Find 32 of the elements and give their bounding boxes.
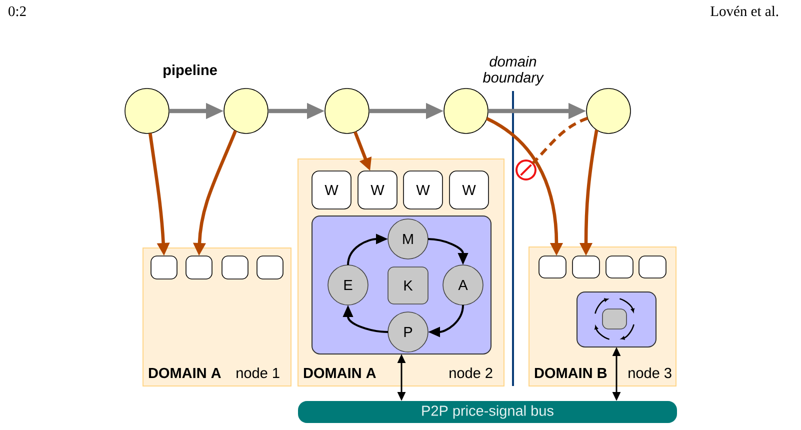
knowledge-box: [602, 308, 627, 330]
slot-box: [538, 256, 566, 278]
heading-label: pipeline: [164, 64, 217, 78]
slot-box: [256, 256, 284, 280]
worker-box: W: [358, 170, 398, 210]
node-label: node 3: [628, 367, 672, 378]
bus-bar: P2P price-signal bus: [298, 400, 677, 423]
pipeline-stage-circle: [586, 88, 631, 134]
slot-box: [606, 256, 634, 278]
author-header: Lovén et al.: [710, 6, 778, 16]
slot-box: [638, 256, 666, 278]
page-number: 0:2: [8, 6, 26, 16]
dashed-line: [532, 116, 588, 164]
knowledge-box: K: [388, 266, 428, 304]
node-label: node 1: [236, 367, 280, 378]
pipeline-stage-circle: [224, 88, 268, 134]
domain-label: DOMAIN A: [304, 368, 376, 378]
node-label: node 2: [450, 367, 492, 378]
worker-box: W: [403, 170, 443, 210]
domain-label: DOMAIN A: [148, 368, 221, 378]
pipeline-stage-circle: [124, 88, 170, 134]
pipeline-stage-circle: [444, 88, 488, 134]
slot-box: [222, 256, 248, 280]
domain-label: DOMAIN B: [534, 368, 607, 378]
worker-box: W: [449, 170, 489, 210]
worker-box: W: [312, 170, 352, 210]
boundary-label: domain boundary: [482, 56, 544, 86]
no-entry-icon: [516, 160, 536, 180]
slot-box: [150, 256, 178, 280]
slot-box: [572, 256, 600, 278]
pipeline-stage-circle: [324, 88, 370, 134]
slot-box: [186, 256, 212, 280]
